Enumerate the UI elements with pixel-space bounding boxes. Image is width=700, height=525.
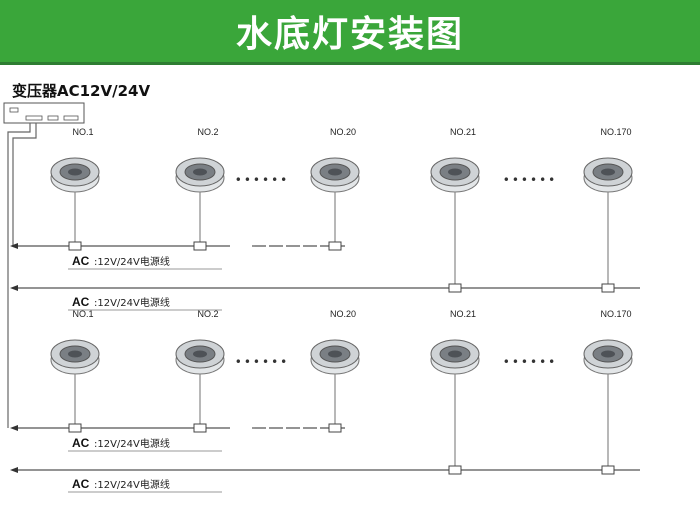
transformer-box [3, 102, 85, 124]
lamp-number-label: NO.170 [600, 127, 631, 137]
arrow-icon [10, 243, 18, 249]
tee-connector [328, 241, 342, 251]
power-line-desc: :12V/24V电源线 [94, 296, 170, 309]
lamp-number-label: NO.1 [72, 127, 93, 137]
arrow-icon [10, 425, 18, 431]
tee-connector [328, 423, 342, 433]
lamp-number-label: NO.21 [450, 127, 476, 137]
power-line-desc: :12V/24V电源线 [94, 437, 170, 450]
lamp-icon [310, 157, 360, 193]
tee-connector [193, 423, 207, 433]
lamp-number-label: NO.1 [72, 309, 93, 319]
ac-label: AC [72, 436, 90, 450]
banner-divider [0, 62, 700, 65]
ellipsis-dots: •••••• [503, 355, 557, 369]
ac-label: AC [72, 254, 90, 268]
arrow-icon [10, 467, 18, 473]
lamp-number-label: NO.2 [197, 127, 218, 137]
tee-connector [601, 465, 615, 475]
lamp-icon [430, 157, 480, 193]
lamp-number-label: NO.20 [330, 309, 356, 319]
tee-connector [601, 283, 615, 293]
transformer-feed [7, 123, 37, 428]
lamp-group: NO.1 NO.2 NO.20 NO.21 NO.170 •••••• •••••• AC :1… [10, 127, 640, 311]
ac-label: AC [72, 295, 90, 309]
lamp-group: NO.1 NO.2 NO.20 NO.21 NO.170 •••••• •••••• AC :1… [10, 309, 640, 493]
lamp-icon [310, 339, 360, 375]
arrow-icon [10, 285, 18, 291]
ellipsis-dots: •••••• [235, 173, 289, 187]
title-banner: 水底灯安装图 [0, 0, 700, 62]
tee-connector [448, 465, 462, 475]
ac-label: AC [72, 477, 90, 491]
lamp-number-label: NO.20 [330, 127, 356, 137]
transformer-label: 变压器AC12V/24V [12, 82, 151, 100]
page-title: 水底灯安装图 [235, 14, 464, 55]
lamp-number-label: NO.2 [197, 309, 218, 319]
ellipsis-dots: •••••• [235, 355, 289, 369]
lamp-number-label: NO.21 [450, 309, 476, 319]
lamp-icon [175, 339, 225, 375]
lamp-icon [50, 339, 100, 375]
tee-connector [448, 283, 462, 293]
lamp-number-label: NO.170 [600, 309, 631, 319]
lamp-icon [430, 339, 480, 375]
lamp-icon [175, 157, 225, 193]
lamp-icon [583, 157, 633, 193]
tee-connector [68, 241, 82, 251]
power-line-desc: :12V/24V电源线 [94, 478, 170, 491]
tee-connector [68, 423, 82, 433]
power-line-desc: :12V/24V电源线 [94, 255, 170, 268]
tee-connector [193, 241, 207, 251]
lamp-icon [50, 157, 100, 193]
lamp-icon [583, 339, 633, 375]
ellipsis-dots: •••••• [503, 173, 557, 187]
